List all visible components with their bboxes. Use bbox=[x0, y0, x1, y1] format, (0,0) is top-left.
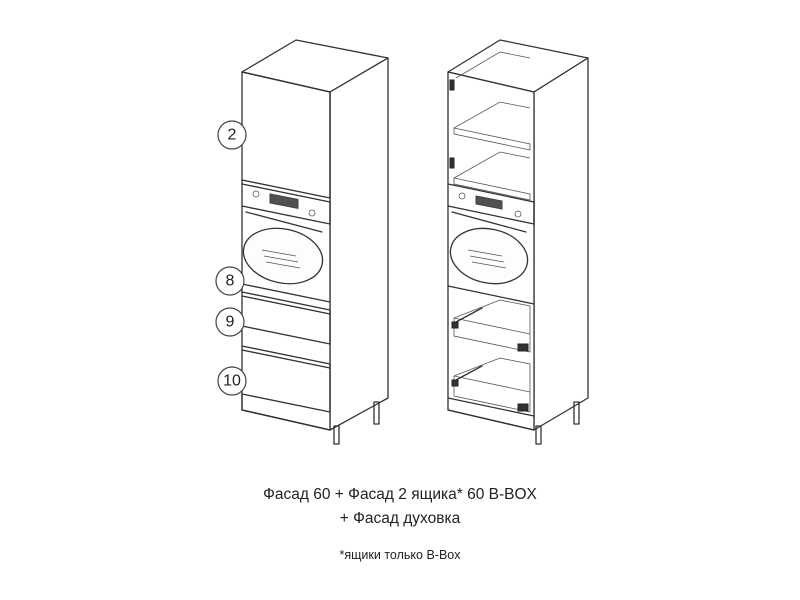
right-cabinet-open bbox=[447, 39, 589, 445]
callout-10-label: 10 bbox=[223, 373, 241, 390]
left-cabinet-with-fronts bbox=[241, 39, 389, 445]
callout-2: 2 bbox=[217, 120, 247, 150]
caption-line-1: Фасад 60 + Фасад 2 ящика* 60 B-BOX bbox=[263, 486, 537, 503]
callout-2-label: 2 bbox=[228, 127, 237, 144]
callout-9-label: 9 bbox=[226, 314, 235, 331]
callout-9: 9 bbox=[215, 307, 245, 337]
callout-8: 8 bbox=[215, 266, 245, 296]
caption-note: *ящики только B-Box bbox=[339, 548, 461, 562]
callout-8-label: 8 bbox=[226, 273, 235, 290]
caption-line-2: + Фасад духовка bbox=[339, 510, 461, 527]
callout-10: 10 bbox=[217, 366, 247, 396]
